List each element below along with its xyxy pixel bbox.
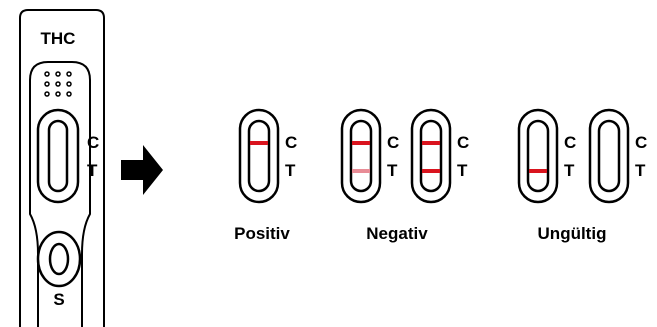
strip-label-t: T bbox=[387, 161, 398, 180]
strip-label-t: T bbox=[564, 161, 575, 180]
strip-window bbox=[528, 121, 548, 191]
result-strip: CT bbox=[240, 110, 297, 202]
caption-negativ: Negativ bbox=[366, 224, 428, 243]
strip-outer-frame bbox=[590, 110, 628, 202]
strip-outer-frame bbox=[240, 110, 278, 202]
strip-label-t: T bbox=[635, 161, 646, 180]
result-strip: CT bbox=[342, 110, 399, 202]
result-strip: CT bbox=[590, 110, 647, 202]
cassette-label-t: T bbox=[87, 161, 98, 180]
strip-label-c: C bbox=[564, 133, 576, 152]
strip-window bbox=[249, 121, 269, 191]
cassette-title: THC bbox=[41, 29, 76, 48]
strip-label-t: T bbox=[285, 161, 296, 180]
strip-window bbox=[599, 121, 619, 191]
strip-label-c: C bbox=[635, 133, 647, 152]
strip-outer-frame bbox=[342, 110, 380, 202]
strip-outer-frame bbox=[412, 110, 450, 202]
caption-ungueltig: Ungültig bbox=[538, 224, 607, 243]
strip-label-c: C bbox=[387, 133, 399, 152]
strip-label-c: C bbox=[457, 133, 469, 152]
strip-outer-frame bbox=[519, 110, 557, 202]
caption-positiv: Positiv bbox=[234, 224, 290, 243]
cassette-label-s: S bbox=[53, 290, 64, 309]
strip-label-t: T bbox=[457, 161, 468, 180]
strip-label-c: C bbox=[285, 133, 297, 152]
result-strip: CT bbox=[519, 110, 576, 202]
cassette-label-c: C bbox=[87, 133, 99, 152]
result-strip: CT bbox=[412, 110, 469, 202]
arrow-right-icon bbox=[121, 145, 163, 195]
test-cassette: THC C T S bbox=[20, 10, 104, 327]
strip-window bbox=[421, 121, 441, 191]
strip-window bbox=[351, 121, 371, 191]
